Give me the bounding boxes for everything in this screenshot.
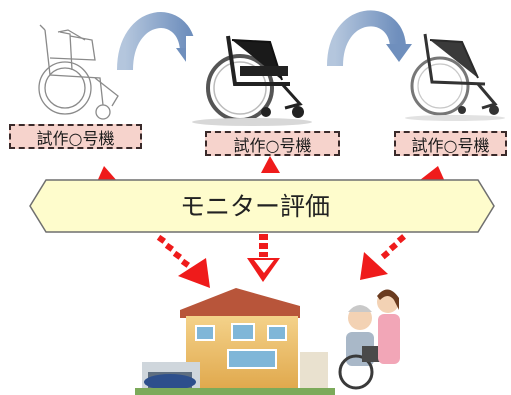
down-arrow-right-icon <box>360 234 406 280</box>
curved-arrow-2-icon <box>327 10 412 67</box>
prototype-label-3: 試作○号機 <box>394 131 507 156</box>
wheelchair-sketch-icon <box>38 24 119 120</box>
prototype-label-1: 試作○号機 <box>9 124 142 149</box>
up-arrow-center-icon <box>261 156 280 173</box>
caregiver-wheelchair-icon <box>338 289 400 390</box>
wheelchair-light-icon <box>405 33 505 121</box>
evaluation-banner-text: モニター評価 <box>179 192 330 221</box>
prototype-label-2: 試作○号機 <box>205 131 340 156</box>
wheelchair-photo-icon <box>186 35 318 126</box>
house-icon <box>135 288 335 395</box>
evaluation-banner-shape <box>29 179 495 233</box>
down-arrow-center-icon <box>247 234 280 282</box>
down-arrow-left-icon <box>156 234 210 288</box>
